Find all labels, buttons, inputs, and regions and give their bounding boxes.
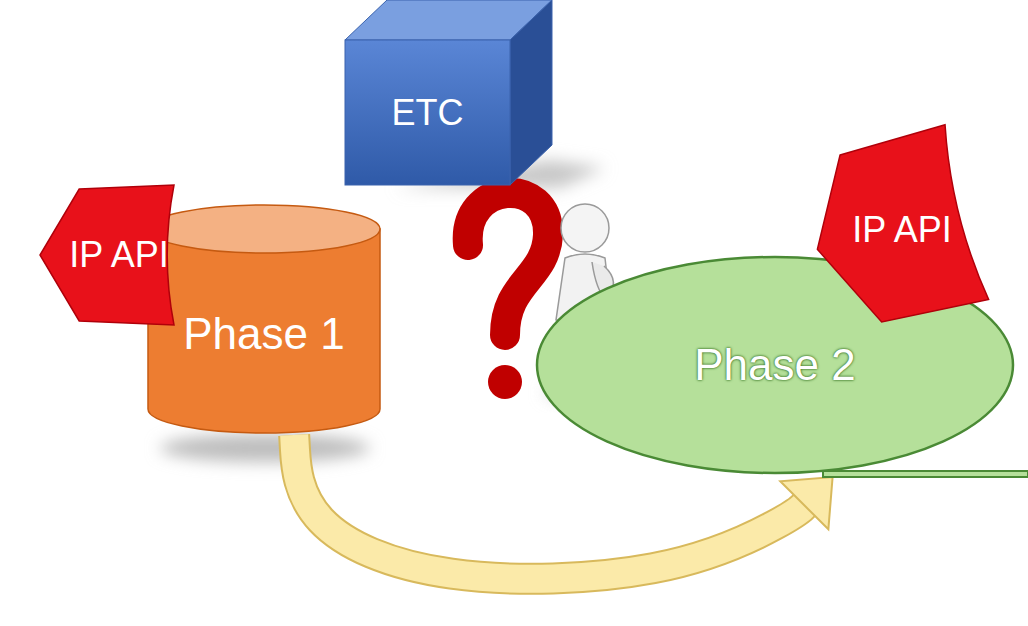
node-label: IP API [852,210,951,250]
node-label: Phase 1 [183,310,344,358]
node-label: IP API [69,235,168,275]
shadow [160,434,370,462]
cube-box: ETC [345,40,510,185]
tag-shape: IP API [40,185,180,325]
node-label: ETC [392,93,464,133]
tag-shape: IP API [815,140,975,320]
cylinder-box: Phase 1 [148,205,380,433]
node-label: Phase 2 [694,341,855,389]
arrow-head [780,477,832,529]
